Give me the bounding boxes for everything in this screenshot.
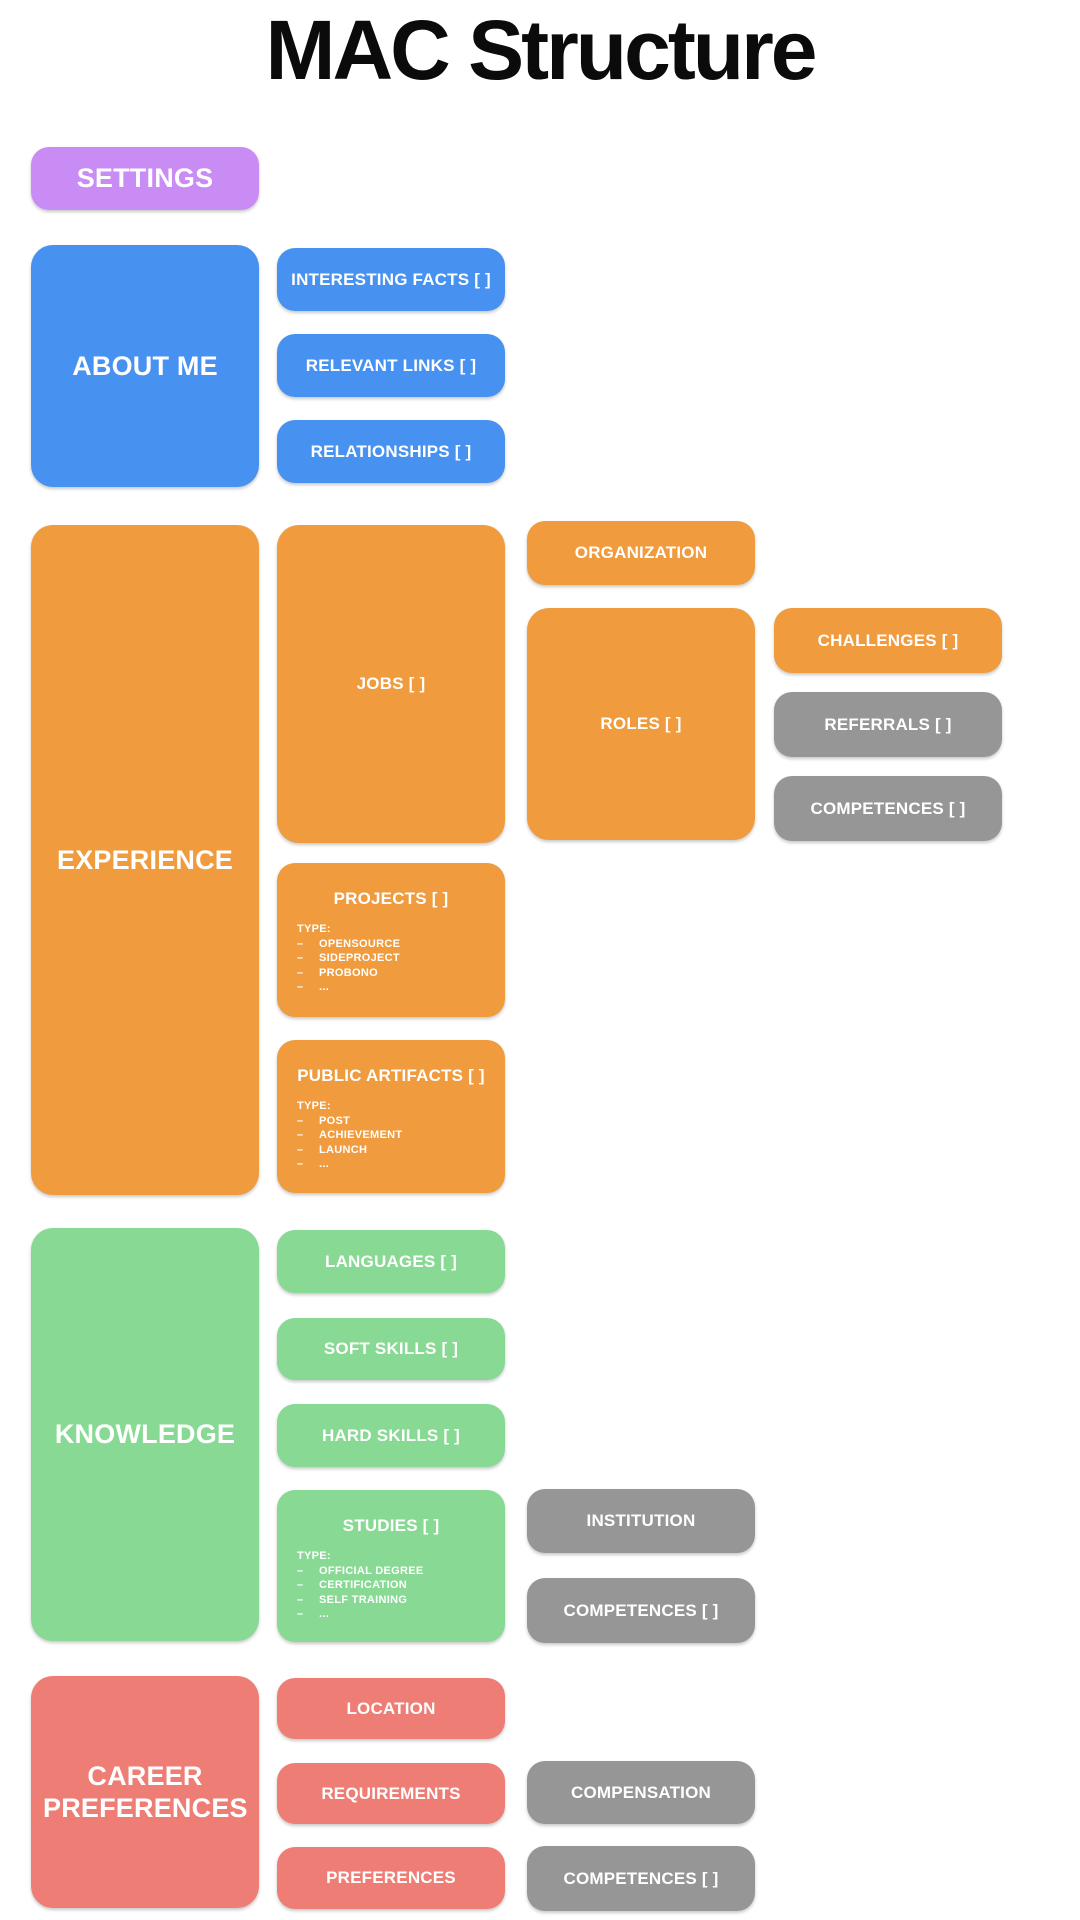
challenges-node[interactable]: CHALLENGES [ ] <box>774 608 1002 673</box>
dash-bullet: – <box>297 952 304 964</box>
projects-type-list: TYPE: –OPENSOURCE –SIDEPROJECT –PROBONO … <box>277 909 505 995</box>
dash-bullet: – <box>297 1129 304 1141</box>
type-item: – POST <box>297 1114 491 1129</box>
about-me-node[interactable]: ABOUT ME <box>31 245 259 487</box>
location-label: LOCATION <box>346 1698 436 1718</box>
compensation-label: COMPENSATION <box>571 1782 711 1802</box>
referrals-node[interactable]: REFERRALS [ ] <box>774 692 1002 757</box>
dash-bullet: – <box>297 1143 304 1156</box>
compensation-node[interactable]: COMPENSATION <box>527 1761 755 1824</box>
studies-type-list: TYPE: – OFFICIAL DEGREE – CERTIFICATION – S… <box>277 1536 505 1622</box>
dash-bullet: – <box>297 966 304 979</box>
location-node[interactable]: LOCATION <box>277 1678 505 1739</box>
type-item-label: SELF TRAINING <box>319 1593 408 1606</box>
type-item: – PROBONO <box>297 966 491 981</box>
competences-label: COMPETENCES [ ] <box>563 1600 719 1620</box>
referrals-label: REFERRALS [ ] <box>824 714 952 734</box>
projects-label: PROJECTS [ ] <box>333 889 449 908</box>
type-heading: TYPE: <box>297 1100 331 1112</box>
type-item-label: OFFICIAL DEGREE <box>319 1564 424 1577</box>
organization-label: ORGANIZATION <box>574 543 708 562</box>
dash-bullet: – <box>297 1608 304 1620</box>
experience-node[interactable]: EXPERIENCE <box>31 525 259 1195</box>
type-item-label: OPENSOURCE <box>319 937 401 950</box>
type-item: – LAUNCH <box>297 1143 491 1158</box>
type-item: –... <box>297 1607 491 1622</box>
type-item: – CERTIFICATION <box>297 1578 491 1593</box>
public-artifacts-label: PUBLIC ARTIFACTS [ ] <box>297 1066 485 1085</box>
type-item-label: ... <box>319 981 330 993</box>
type-item: –... <box>297 1157 491 1172</box>
competences-label: COMPETENCES [ ] <box>563 1868 719 1888</box>
institution-node[interactable]: INSTITUTION <box>527 1489 755 1553</box>
jobs-label: JOBS [ ] <box>356 674 426 693</box>
languages-label: LANGUAGES [ ] <box>325 1251 457 1271</box>
interesting-facts-node[interactable]: INTERESTING FACTS [ ] <box>277 248 505 311</box>
dash-bullet: – <box>297 1114 304 1127</box>
type-item: – OPENSOURCE <box>297 937 491 952</box>
requirements-node[interactable]: REQUIREMENTS <box>277 1763 505 1824</box>
interesting-facts-label: INTERESTING FACTS [ ] <box>291 269 491 289</box>
roles-node[interactable]: ROLES [ ] <box>527 608 755 840</box>
studies-label: STUDIES [ ] <box>342 1516 440 1535</box>
dash-bullet: – <box>297 1579 304 1591</box>
dash-bullet: – <box>297 1593 304 1606</box>
relationships-node[interactable]: RELATIONSHIPS [ ] <box>277 420 505 483</box>
public-artifacts-node[interactable]: PUBLIC ARTIFACTS [ ] TYPE: – POST – ACHIEV… <box>277 1040 505 1193</box>
settings-label: SETTINGS <box>76 163 214 194</box>
dash-bullet: – <box>297 1158 304 1170</box>
settings-node[interactable]: SETTINGS <box>31 147 259 210</box>
dash-bullet: – <box>297 981 304 993</box>
dash-bullet: – <box>297 937 304 950</box>
type-heading: TYPE: <box>297 923 331 935</box>
public-artifacts-type-list: TYPE: – POST – ACHIEVEMENT – LAUNCH –... <box>277 1086 505 1172</box>
type-heading: TYPE: <box>297 1550 331 1562</box>
relevant-links-node[interactable]: RELEVANT LINKS [ ] <box>277 334 505 397</box>
career-preferences-label: CAREER PREFERENCES <box>43 1760 248 1823</box>
requirements-label: REQUIREMENTS <box>321 1783 461 1803</box>
hard-skills-node[interactable]: HARD SKILLS [ ] <box>277 1404 505 1467</box>
preferences-label: PREFERENCES <box>326 1868 456 1887</box>
soft-skills-label: SOFT SKILLS [ ] <box>323 1339 459 1358</box>
hard-skills-label: HARD SKILLS [ ] <box>321 1425 461 1445</box>
type-item-label: ... <box>319 1608 330 1620</box>
type-item: – SIDEPROJECT <box>297 951 491 966</box>
type-item: –... <box>297 980 491 995</box>
knowledge-node[interactable]: KNOWLEDGE <box>31 1228 259 1641</box>
page-title: MAC Structure <box>265 3 817 97</box>
type-item-label: PROBONO <box>319 966 378 979</box>
career-preferences-node[interactable]: CAREER PREFERENCES <box>31 1676 259 1908</box>
institution-label: INSTITUTION <box>586 1511 696 1530</box>
soft-skills-node[interactable]: SOFT SKILLS [ ] <box>277 1318 505 1380</box>
relationships-label: RELATIONSHIPS [ ] <box>310 441 472 461</box>
type-item-label: ... <box>319 1158 330 1170</box>
challenges-label: CHALLENGES [ ] <box>817 630 959 650</box>
knowledge-competences-node[interactable]: COMPETENCES [ ] <box>527 1578 755 1643</box>
competences-label: COMPETENCES [ ] <box>810 798 966 818</box>
preferences-node[interactable]: PREFERENCES <box>277 1847 505 1909</box>
studies-node[interactable]: STUDIES [ ] TYPE: – OFFICIAL DEGREE – CERT… <box>277 1490 505 1642</box>
languages-node[interactable]: LANGUAGES [ ] <box>277 1230 505 1293</box>
type-item: – SELF TRAINING <box>297 1593 491 1608</box>
type-item-label: LAUNCH <box>319 1143 368 1156</box>
roles-label: ROLES [ ] <box>600 714 682 733</box>
type-item-label: ACHIEVEMENT <box>319 1129 403 1141</box>
experience-label: EXPERIENCE <box>56 844 234 875</box>
relevant-links-label: RELEVANT LINKS [ ] <box>305 355 477 375</box>
type-item: – ACHIEVEMENT <box>297 1128 491 1143</box>
about-me-label: ABOUT ME <box>72 350 218 381</box>
projects-node[interactable]: PROJECTS [ ] TYPE: – OPENSOURCE – SIDEPROJ… <box>277 863 505 1017</box>
organization-node[interactable]: ORGANIZATION <box>527 521 755 585</box>
type-item-label: CERTIFICATION <box>319 1579 408 1591</box>
dash-bullet: – <box>297 1564 304 1577</box>
career-competences-node[interactable]: COMPETENCES [ ] <box>527 1846 755 1911</box>
type-item-label: POST <box>319 1114 351 1127</box>
jobs-node[interactable]: JOBS [ ] <box>277 525 505 843</box>
type-item-label: SIDEPROJECT <box>319 952 400 964</box>
experience-competences-node[interactable]: COMPETENCES [ ] <box>774 776 1002 841</box>
type-item: – OFFICIAL DEGREE <box>297 1564 491 1579</box>
knowledge-label: KNOWLEDGE <box>54 1419 236 1450</box>
